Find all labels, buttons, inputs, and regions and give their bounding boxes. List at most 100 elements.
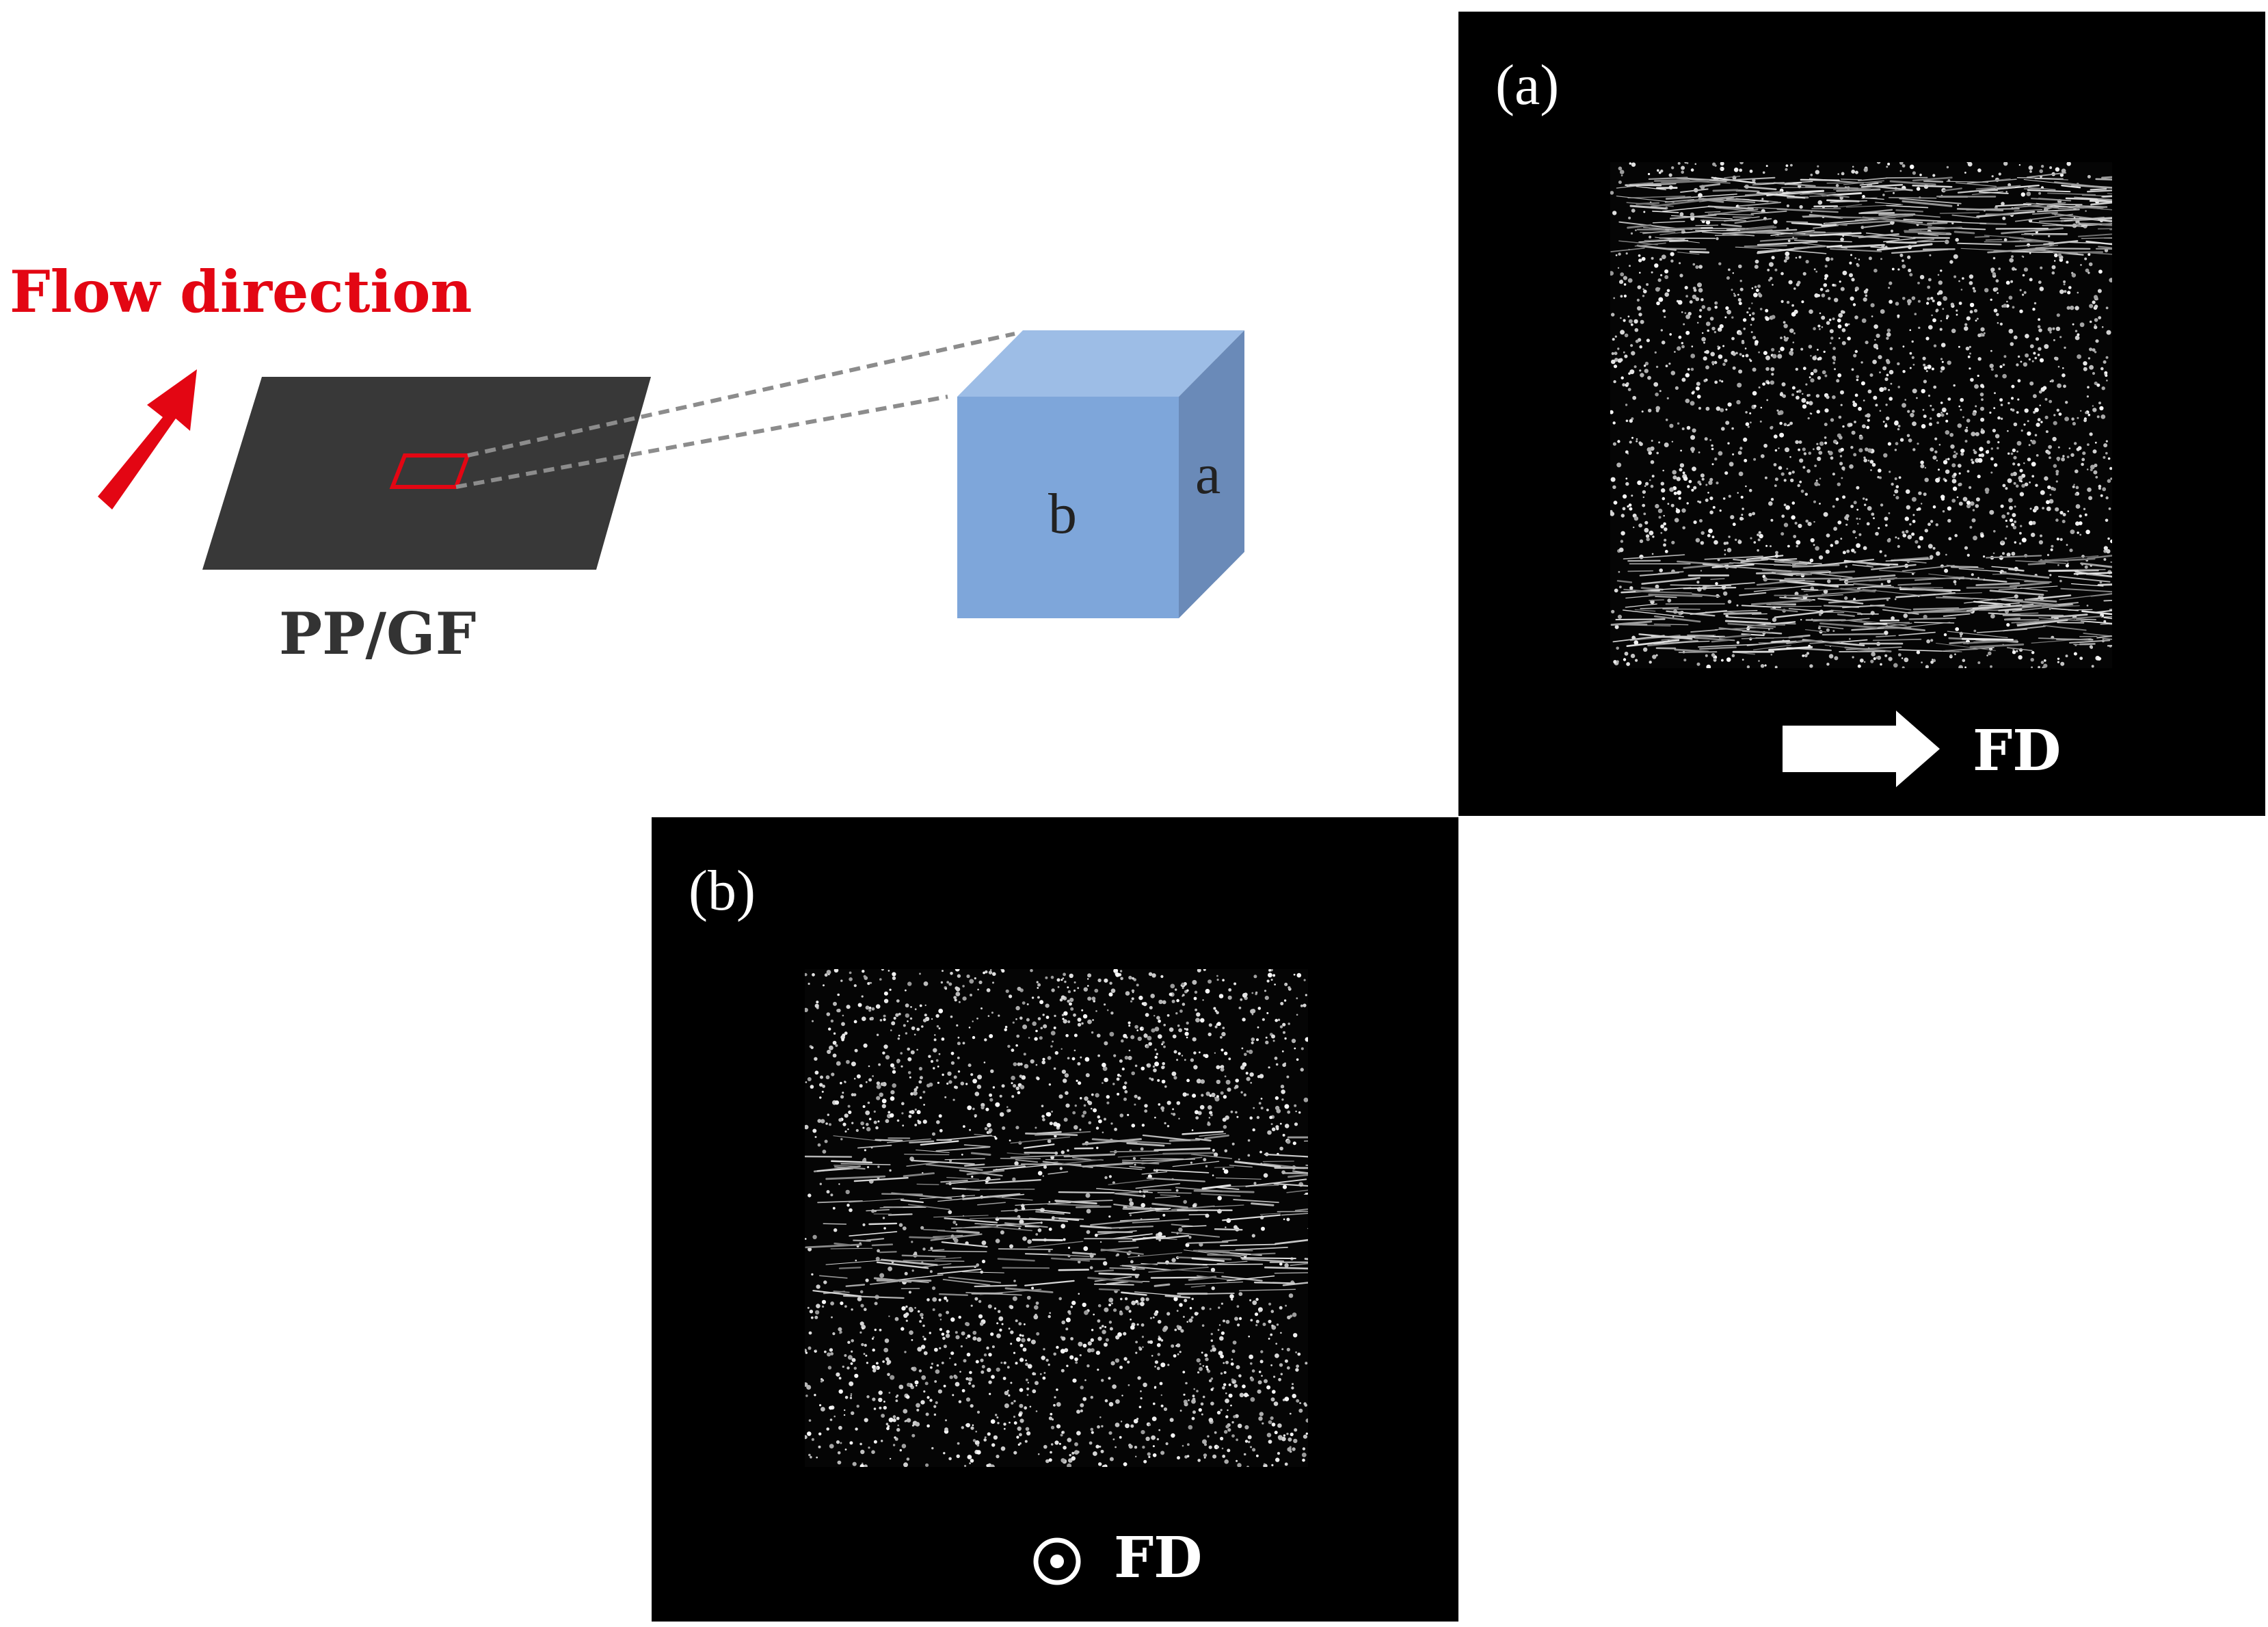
fibre-streak	[1264, 1153, 1308, 1158]
fibre-dot	[878, 1390, 883, 1395]
fibre-dot	[1097, 978, 1102, 983]
fibre-dot	[894, 1317, 899, 1321]
fibre-dot	[1865, 294, 1868, 297]
fibre-dot	[2016, 440, 2022, 446]
fibre-dot	[886, 1427, 890, 1431]
fibre-dot	[1739, 447, 1743, 450]
fibre-streak	[901, 1254, 946, 1258]
fibre-dot	[1824, 441, 1828, 445]
fibre-dot	[1613, 380, 1616, 384]
fibre-dot	[956, 1454, 960, 1458]
fibre-dot	[1755, 259, 1759, 264]
fibre-dot	[1760, 454, 1765, 458]
fibre-dot	[1151, 1435, 1156, 1440]
fibre-dot	[1739, 162, 1744, 165]
fibre-dot	[1077, 1022, 1082, 1027]
fibre-dot	[2033, 410, 2036, 414]
fibre-dot	[1131, 989, 1135, 992]
fibre-dot	[805, 1124, 809, 1130]
fibre-dot	[1268, 1319, 1272, 1323]
fibre-dot	[1731, 336, 1735, 341]
fibre-dot	[1009, 994, 1013, 998]
fibre-dot	[2007, 429, 2009, 432]
fibre-dot	[827, 1352, 831, 1357]
fibre-dot	[1201, 1351, 1203, 1354]
fibre-dot	[1888, 388, 1891, 391]
fibre-dot	[1631, 494, 1633, 497]
fibre-dot	[1972, 287, 1975, 290]
fibre-dot	[1109, 981, 1112, 985]
fibre-dot	[2020, 525, 2023, 527]
fibre-dot	[1713, 330, 1717, 334]
fibre-streak	[1058, 1269, 1090, 1271]
fibre-dot	[1290, 1432, 1294, 1436]
fibre-dot	[1742, 518, 1744, 520]
fibre-dot	[1184, 1455, 1188, 1459]
fibre-dot	[1938, 444, 1941, 446]
fibre-dot	[838, 1117, 842, 1122]
fibre-dot	[1748, 307, 1751, 310]
fibre-dot	[1797, 280, 1801, 285]
fibre-streak	[1649, 227, 1701, 230]
fibre-dot	[1036, 981, 1039, 983]
fibre-dot	[2031, 520, 2036, 525]
fibre-dot	[1899, 162, 1904, 165]
fibre-dot	[810, 1455, 812, 1459]
fibre-dot	[1252, 1448, 1256, 1452]
fibre-dot	[1613, 365, 1618, 369]
fibre-dot	[948, 1080, 952, 1084]
fibre-dot	[1732, 272, 1734, 274]
fibre-dot	[1947, 458, 1950, 460]
fibre-dot	[2072, 485, 2075, 488]
fibre-dot	[1097, 1115, 1101, 1119]
fibre-dot	[935, 1369, 940, 1374]
fibre-dot	[2005, 519, 2007, 523]
fibre-dot	[1790, 478, 1794, 483]
fibre-dot	[998, 1316, 1004, 1321]
fibre-dot	[1151, 1028, 1156, 1033]
fibre-dot	[1842, 270, 1847, 276]
fibre-dot	[1092, 1019, 1095, 1021]
fibre-dot	[1193, 1065, 1198, 1070]
fibre-streak	[2057, 207, 2106, 209]
fibre-dot	[1690, 212, 1695, 217]
fibre-dot	[1713, 657, 1716, 661]
fibre-dot	[1992, 552, 1995, 555]
fibre-dot	[1202, 1439, 1207, 1444]
fibre-dot	[978, 1314, 983, 1319]
fibre-dot	[1678, 497, 1681, 500]
fibre-dot	[1752, 391, 1757, 396]
fibre-dot	[1270, 979, 1273, 981]
fibre-dot	[1842, 495, 1846, 499]
fibre-dot	[931, 1018, 933, 1020]
fibre-dot	[883, 1044, 888, 1049]
fibre-dot	[1615, 254, 1618, 256]
fibre-dot	[1129, 1201, 1134, 1206]
fibre-dot	[1225, 1425, 1229, 1429]
fibre-dot	[2008, 498, 2013, 503]
fibre-streak	[1677, 252, 1700, 255]
fibre-dot	[1257, 1389, 1262, 1394]
fibre-streak	[1082, 1138, 1142, 1146]
fibre-dot	[1091, 1431, 1094, 1434]
fibre-dot	[849, 1441, 853, 1445]
fibre-dot	[877, 1120, 880, 1123]
fibre-dot	[965, 1377, 969, 1381]
fibre-dot	[1142, 1027, 1145, 1029]
fibre-dot	[1880, 503, 1884, 507]
fibre-dot	[1238, 1292, 1243, 1296]
fibre-dot	[1958, 501, 1963, 506]
fibre-dot	[926, 1298, 930, 1301]
fibre-dot	[842, 1122, 846, 1126]
fibre-dot	[1280, 1373, 1283, 1375]
fibre-dot	[1902, 370, 1906, 373]
fibre-dot	[2077, 416, 2079, 419]
fibre-dot	[948, 1210, 952, 1215]
fibre-dot	[1652, 654, 1657, 659]
fibre-dot	[2040, 165, 2044, 168]
fibre-dot	[1019, 1016, 1023, 1020]
fibre-dot	[1813, 520, 1815, 523]
fibre-dot	[910, 1092, 913, 1096]
fibre-dot	[1305, 1418, 1308, 1423]
fibre-dot	[1902, 297, 1906, 300]
